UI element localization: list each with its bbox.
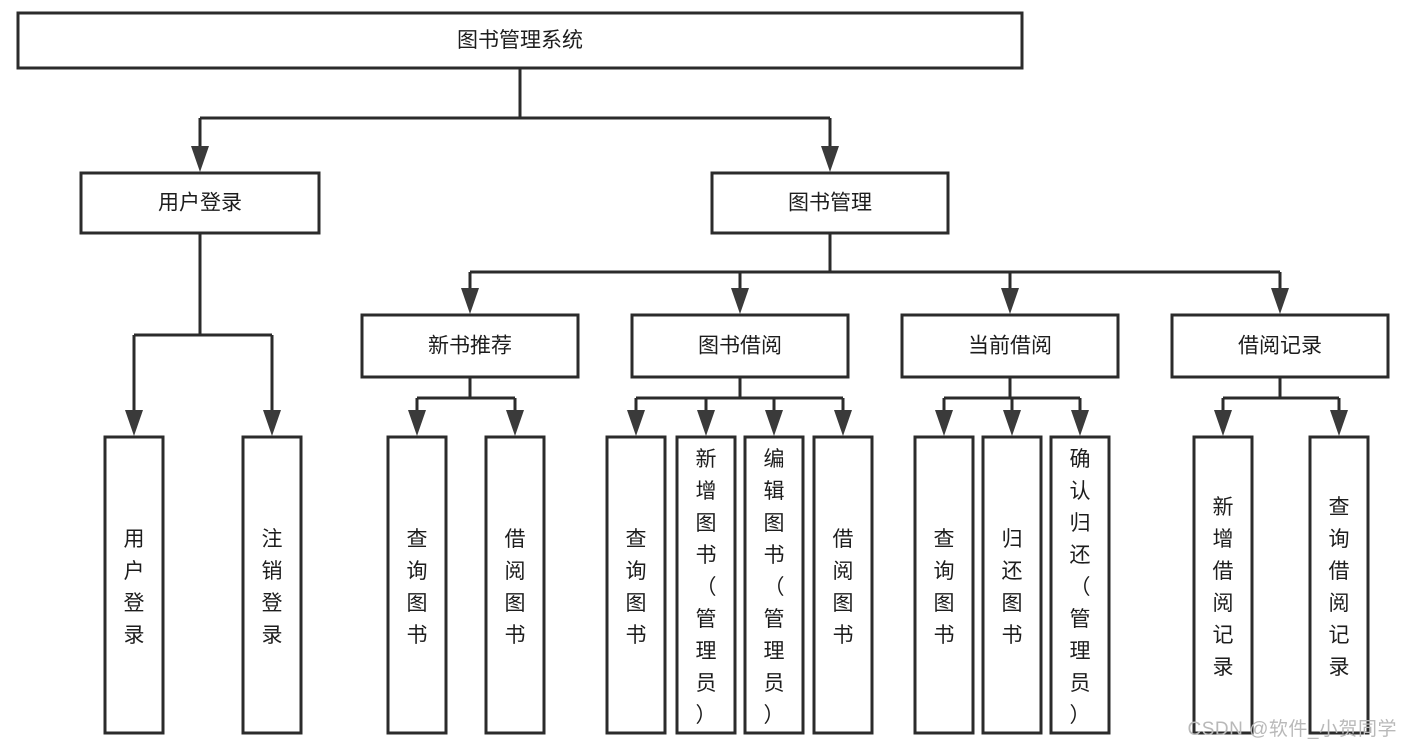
node-box-leaf-borrow-edit[interactable] bbox=[743, 435, 805, 735]
connector-borrow-to-leaves bbox=[627, 377, 852, 436]
node-label-root: 图书管理系统 bbox=[457, 29, 583, 52]
node-bookmgmt[interactable]: 图书管理 bbox=[710, 171, 950, 235]
node-layer: 图书管理系统用户登录图书管理新书推荐图书借阅当前借阅借阅记录用户登录注销登录查询… bbox=[16, 11, 1390, 735]
node-box-leaf-record-add[interactable] bbox=[1192, 435, 1254, 735]
connector-layer bbox=[125, 68, 1348, 436]
node-label-leaf-new-borrow: 借阅图书 bbox=[505, 528, 526, 647]
node-login[interactable]: 用户登录 bbox=[79, 171, 321, 235]
node-leaf-current-query[interactable]: 查询图书 bbox=[913, 435, 975, 735]
node-label-leaf-current-confirm: 确认归还（管理员） bbox=[1070, 448, 1091, 727]
node-box-leaf-user-logout[interactable] bbox=[241, 435, 303, 735]
node-box-leaf-borrow-add[interactable] bbox=[675, 435, 737, 735]
node-leaf-new-borrow[interactable]: 借阅图书 bbox=[484, 435, 546, 735]
watermark-label: CSDN @软件_小贺同学 bbox=[1187, 719, 1397, 740]
node-label-leaf-new-query: 查询图书 bbox=[407, 528, 428, 647]
node-box-leaf-record-query[interactable] bbox=[1308, 435, 1370, 735]
node-leaf-user-login[interactable]: 用户登录 bbox=[103, 435, 165, 735]
node-leaf-record-query[interactable]: 查询借阅记录 bbox=[1308, 435, 1370, 735]
node-leaf-user-logout[interactable]: 注销登录 bbox=[241, 435, 303, 735]
node-box-current[interactable] bbox=[900, 313, 1120, 379]
node-borrow[interactable]: 图书借阅 bbox=[630, 313, 850, 379]
node-box-leaf-user-login[interactable] bbox=[103, 435, 165, 735]
node-newbook[interactable]: 新书推荐 bbox=[360, 313, 580, 379]
node-label-leaf-record-query: 查询借阅记录 bbox=[1329, 496, 1350, 679]
node-leaf-borrow-add[interactable]: 新增图书（管理员） bbox=[675, 435, 737, 735]
node-current[interactable]: 当前借阅 bbox=[900, 313, 1120, 379]
node-box-leaf-new-borrow[interactable] bbox=[484, 435, 546, 735]
node-leaf-borrow-edit[interactable]: 编辑图书（管理员） bbox=[743, 435, 805, 735]
node-label-bookmgmt: 图书管理 bbox=[788, 192, 872, 215]
node-leaf-borrow-query[interactable]: 查询图书 bbox=[605, 435, 667, 735]
node-records[interactable]: 借阅记录 bbox=[1170, 313, 1390, 379]
node-label-newbook: 新书推荐 bbox=[428, 335, 512, 358]
node-leaf-record-add[interactable]: 新增借阅记录 bbox=[1192, 435, 1254, 735]
connector-current-to-leaves bbox=[935, 377, 1089, 436]
node-box-leaf-borrow-do[interactable] bbox=[812, 435, 874, 735]
node-box-leaf-current-confirm[interactable] bbox=[1049, 435, 1111, 735]
connector-root-to-level1 bbox=[191, 68, 839, 172]
node-label-leaf-borrow-query: 查询图书 bbox=[626, 528, 647, 647]
node-label-records: 借阅记录 bbox=[1238, 335, 1322, 358]
node-label-borrow: 图书借阅 bbox=[698, 335, 782, 358]
node-box-newbook[interactable] bbox=[360, 313, 580, 379]
node-label-leaf-current-query: 查询图书 bbox=[934, 528, 955, 647]
node-leaf-borrow-do[interactable]: 借阅图书 bbox=[812, 435, 874, 735]
node-label-leaf-user-login: 用户登录 bbox=[124, 528, 145, 647]
node-label-leaf-current-return: 归还图书 bbox=[1002, 528, 1023, 647]
node-leaf-new-query[interactable]: 查询图书 bbox=[386, 435, 448, 735]
connector-records-to-leaves bbox=[1214, 377, 1348, 436]
connector-login-to-leaves bbox=[125, 233, 281, 436]
node-leaf-current-confirm[interactable]: 确认归还（管理员） bbox=[1049, 435, 1111, 735]
node-box-borrow[interactable] bbox=[630, 313, 850, 379]
node-label-current: 当前借阅 bbox=[968, 335, 1052, 358]
node-box-root[interactable] bbox=[16, 11, 1024, 70]
node-box-bookmgmt[interactable] bbox=[710, 171, 950, 235]
node-label-leaf-borrow-add: 新增图书（管理员） bbox=[696, 448, 717, 727]
node-label-leaf-user-logout: 注销登录 bbox=[262, 528, 283, 647]
node-box-login[interactable] bbox=[79, 171, 321, 235]
node-leaf-current-return[interactable]: 归还图书 bbox=[981, 435, 1043, 735]
connector-bookmgmt-to-level2 bbox=[461, 233, 1289, 314]
node-box-leaf-current-return[interactable] bbox=[981, 435, 1043, 735]
node-label-leaf-borrow-edit: 编辑图书（管理员） bbox=[764, 448, 785, 727]
node-label-leaf-borrow-do: 借阅图书 bbox=[833, 528, 854, 647]
node-label-login: 用户登录 bbox=[158, 192, 242, 215]
node-box-leaf-current-query[interactable] bbox=[913, 435, 975, 735]
connector-newbook-to-leaves bbox=[408, 377, 524, 436]
node-box-records[interactable] bbox=[1170, 313, 1390, 379]
node-root[interactable]: 图书管理系统 bbox=[16, 11, 1024, 70]
node-label-leaf-record-add: 新增借阅记录 bbox=[1213, 496, 1234, 679]
node-box-leaf-borrow-query[interactable] bbox=[605, 435, 667, 735]
node-box-leaf-new-query[interactable] bbox=[386, 435, 448, 735]
